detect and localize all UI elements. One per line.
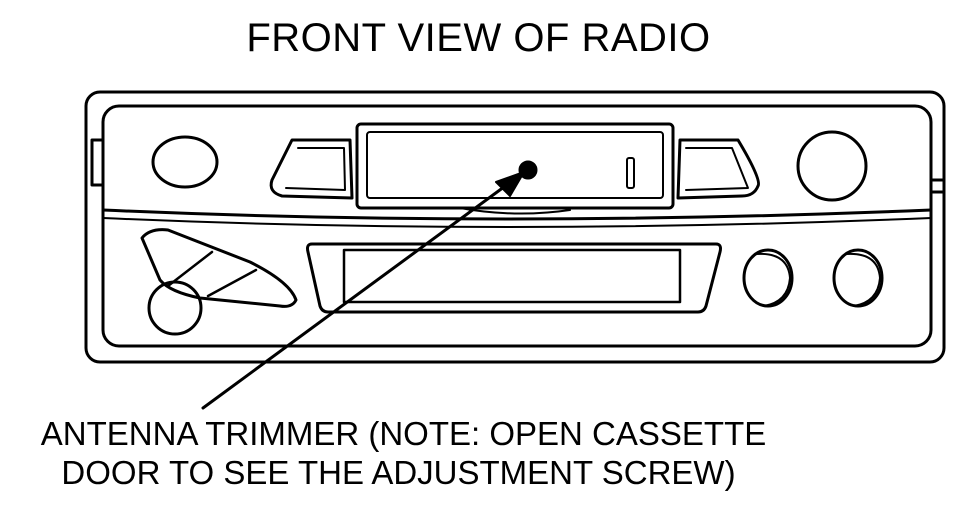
faceplate-divider (101, 208, 933, 221)
left-trapezoid-button (269, 138, 354, 200)
upper-left-oval-button (151, 135, 219, 189)
callout-line-1: ANTENNA TRIMMER (NOTE: OPEN CASSETTE (40, 415, 767, 452)
display-bezel (306, 242, 722, 314)
faceplate-divider-lower (102, 217, 932, 228)
right-side-edge (929, 178, 946, 194)
left-mounting-tab (90, 138, 105, 187)
display-window (342, 248, 682, 304)
radio-faceplate (101, 104, 933, 348)
wedge-key-divider-2 (206, 268, 258, 298)
cassette-slot-indicator (626, 157, 635, 189)
right-trapezoid-inner (685, 147, 749, 191)
callout-leader-line (201, 182, 510, 410)
wedge-key-divider-1 (166, 250, 214, 288)
callout-arrowhead (495, 171, 525, 197)
wedge-key-group (140, 228, 298, 308)
lower-right-knob-1 (742, 248, 794, 308)
right-trapezoid-button (676, 138, 761, 200)
upper-right-knob (796, 130, 868, 202)
callout-line-2: DOOR TO SEE THE ADJUSTMENT SCREW) (61, 454, 736, 491)
cassette-door (355, 122, 675, 210)
radio-outer-housing (84, 90, 946, 364)
cassette-door-inner (366, 131, 664, 199)
lower-right-knob-2 (832, 248, 884, 308)
antenna-trimmer-screw (518, 160, 538, 180)
diagram-title: FRONT VIEW OF RADIO (246, 16, 711, 60)
antenna-trimmer-callout: ANTENNA TRIMMER (NOTE: OPEN CASSETTE DOO… (0, 414, 957, 492)
left-trapezoid-inner (285, 147, 346, 191)
lower-left-round-button (147, 280, 203, 336)
